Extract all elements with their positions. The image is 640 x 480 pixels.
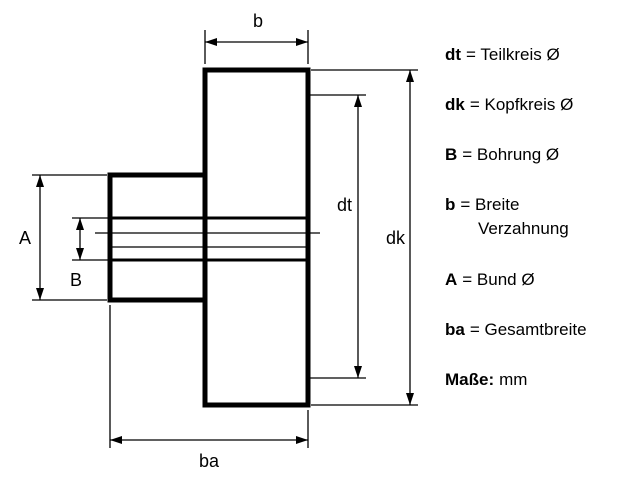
legend-symbol-dt: dt bbox=[445, 45, 462, 64]
dim-ba-label: ba bbox=[199, 451, 220, 471]
gear-body-outline bbox=[202, 67, 311, 408]
dim-b-label: b bbox=[253, 11, 263, 31]
legend-text-dk: = Kopfkreis Ø bbox=[469, 95, 574, 114]
legend-text-A: = Bund Ø bbox=[462, 270, 535, 289]
units-value: mm bbox=[499, 370, 528, 389]
dim-B-label: B bbox=[70, 270, 82, 290]
legend-symbol-ba: ba bbox=[445, 320, 465, 339]
legend-symbol-dk: dk bbox=[445, 95, 465, 114]
legend-item-b: b= Breite Verzahnung bbox=[445, 194, 637, 241]
legend-item-dk: dk= Kopfkreis Ø bbox=[445, 94, 637, 116]
units-note: Maße:mm bbox=[445, 369, 637, 391]
legend-text-ba: = Gesamtbreite bbox=[469, 320, 587, 339]
legend-item-A: A= Bund Ø bbox=[445, 269, 637, 291]
dim-dk-label: dk bbox=[386, 228, 406, 248]
dim-A-label: A bbox=[19, 228, 31, 248]
units-label: Maße: bbox=[445, 370, 495, 389]
dim-dt-label: dt bbox=[337, 195, 352, 215]
legend-item-ba: ba= Gesamtbreite bbox=[445, 319, 637, 341]
legend-text-b-line2: Verzahnung bbox=[478, 219, 569, 238]
legend-symbol-B: B bbox=[445, 145, 458, 164]
legend: dt= Teilkreis Ø dk= Kopfkreis Ø B= Bohru… bbox=[445, 44, 637, 419]
legend-symbol-A: A bbox=[445, 270, 458, 289]
hub-outline bbox=[107, 172, 208, 303]
legend-text-b: = Breite bbox=[460, 195, 520, 214]
legend-symbol-b: b bbox=[445, 195, 456, 214]
legend-text-dt: = Teilkreis Ø bbox=[466, 45, 560, 64]
legend-text-B: = Bohrung Ø bbox=[462, 145, 560, 164]
legend-item-B: B= Bohrung Ø bbox=[445, 144, 637, 166]
legend-item-dt: dt= Teilkreis Ø bbox=[445, 44, 637, 66]
